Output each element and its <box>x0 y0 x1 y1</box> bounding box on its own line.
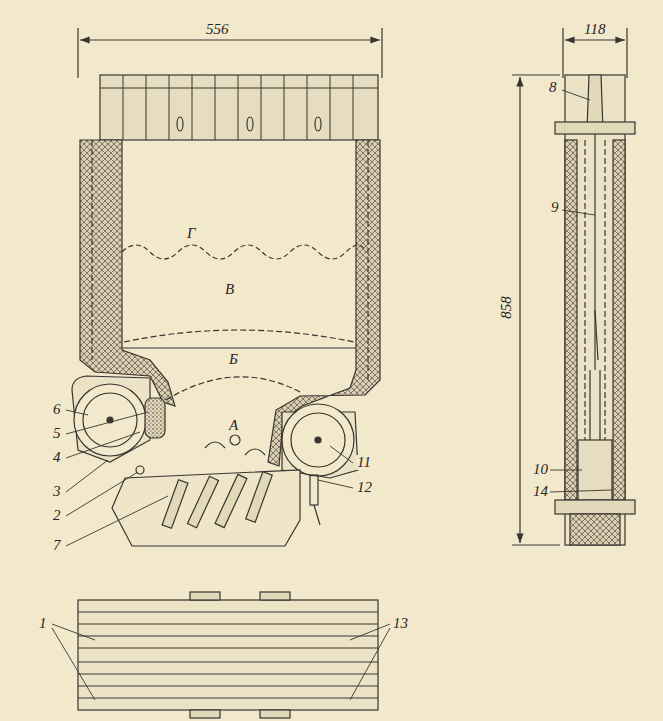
callout-number: 3 <box>52 484 62 499</box>
callout-number: 9 <box>550 200 560 215</box>
callout-number: 7 <box>52 538 62 553</box>
callout-number: 11 <box>356 455 372 470</box>
callout-number: 1 <box>38 616 48 631</box>
callout-number: 4 <box>52 450 62 465</box>
zone-letter: А <box>228 418 239 433</box>
zone-letter: В <box>224 282 235 297</box>
callout-number: 14 <box>532 484 549 499</box>
dimension-label: 556 <box>205 22 230 37</box>
callout-number: 10 <box>532 462 549 477</box>
callout-number: 2 <box>52 508 62 523</box>
zone-letter: Б <box>228 352 239 367</box>
dimension-label: 118 <box>583 22 606 37</box>
callout-number: 6 <box>52 402 62 417</box>
dimension-label: 858 <box>499 295 514 320</box>
callout-number: 12 <box>356 480 373 495</box>
zone-letter: Г <box>186 226 197 241</box>
callout-number: 5 <box>52 426 62 441</box>
callout-number: 13 <box>392 616 409 631</box>
callout-number: 8 <box>548 80 558 95</box>
